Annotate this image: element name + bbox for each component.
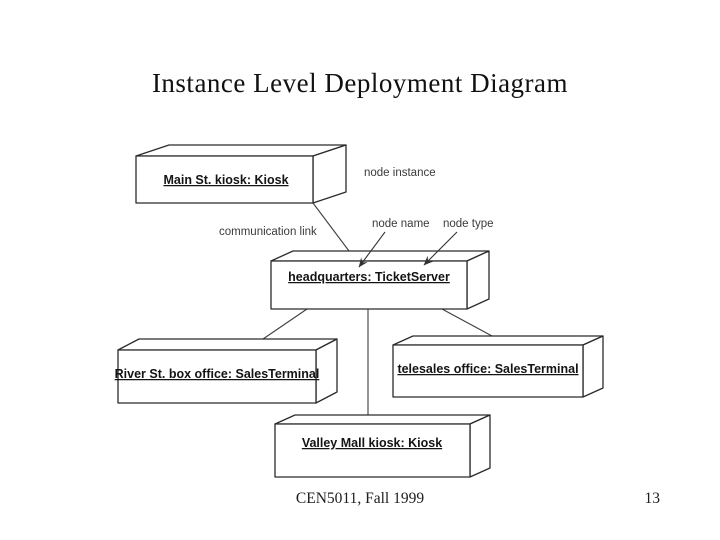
node-valley-mall-kiosk: Valley Mall kiosk: Kiosk <box>274 414 491 478</box>
node-headquarters: headquarters: TicketServer <box>270 250 490 310</box>
node-front-face <box>117 349 317 404</box>
annotation-node-instance: node instance <box>364 167 436 179</box>
node-name-arrow <box>358 231 386 268</box>
node-side-face <box>312 144 347 204</box>
node-side-face <box>469 414 491 478</box>
node-main-st-kiosk: Main St. kiosk: Kiosk <box>135 144 347 204</box>
node-river-st-box-office: River St. box office: SalesTerminal <box>115 338 338 404</box>
node-front-face <box>135 155 314 204</box>
page-title: Instance Level Deployment Diagram <box>151 68 569 98</box>
annotation-communication-link: communication link <box>219 226 317 238</box>
annotation-node-type: node type <box>443 218 494 230</box>
node-side-face <box>582 335 604 398</box>
communication-link-line-headquarters-telesales <box>441 308 493 337</box>
footer-course-label: CEN5011, Fall 1999 <box>295 490 425 507</box>
node-label: River St. box office: SalesTerminal <box>115 367 320 381</box>
node-top-face <box>274 414 491 425</box>
node-top-face <box>392 335 604 346</box>
node-top-face <box>270 250 490 262</box>
node-type-arrow <box>423 231 458 266</box>
node-label: Main St. kiosk: Kiosk <box>163 173 288 187</box>
node-top-face <box>117 338 338 351</box>
node-front-face <box>274 423 471 478</box>
node-front-face <box>270 260 468 310</box>
communication-link-line-headquarters-riverst <box>262 308 308 340</box>
footer-page-number: 13 <box>644 490 661 507</box>
annotation-node-name: node name <box>372 218 430 230</box>
node-front-face <box>392 344 584 398</box>
communication-link-line-mainst-headquarters <box>312 202 350 252</box>
node-side-face <box>466 250 490 310</box>
node-label: telesales office: SalesTerminal <box>397 362 578 376</box>
node-label: headquarters: TicketServer <box>288 270 450 284</box>
slide-footer: CEN5011, Fall 1999 13 <box>0 490 720 512</box>
node-label: Valley Mall kiosk: Kiosk <box>302 436 442 450</box>
node-top-face <box>135 144 347 157</box>
node-telesales-office: telesales office: SalesTerminal <box>392 335 604 398</box>
